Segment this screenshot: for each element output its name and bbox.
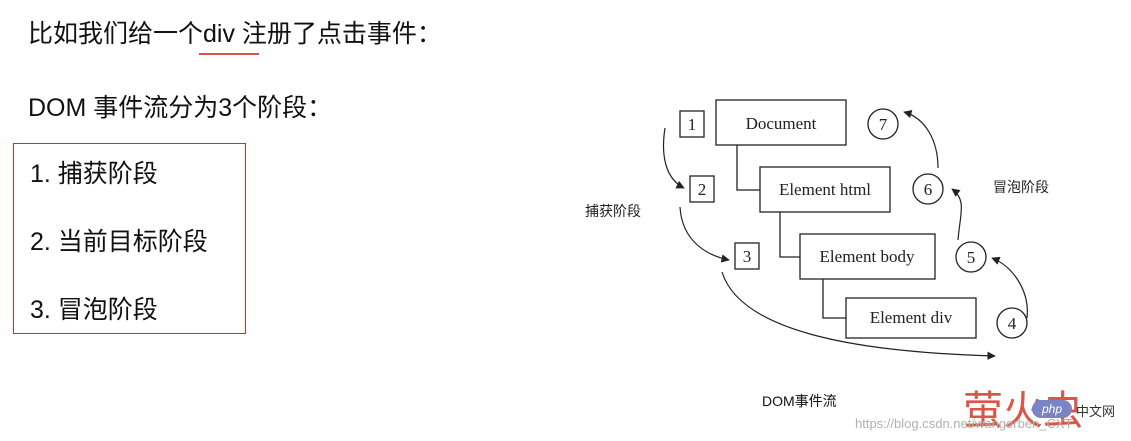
node-element-body: Element body xyxy=(799,233,936,280)
capture-step-2: 2 xyxy=(689,175,715,203)
watermark-php-badge: php xyxy=(1032,400,1072,418)
capture-phase-label: 捕获阶段 xyxy=(585,203,641,219)
node-document: Document xyxy=(715,99,847,146)
node-element-div: Element div xyxy=(845,297,977,339)
svg-text:Element div: Element div xyxy=(870,308,953,327)
svg-text:Element body: Element body xyxy=(820,247,915,266)
dom-flow-heading: DOM 事件流分为3个阶段： xyxy=(28,94,333,122)
bubble-step-6: 6 xyxy=(912,173,944,205)
svg-text:7: 7 xyxy=(879,115,888,134)
phase-item-bubble: 3. 冒泡阶段 xyxy=(30,296,158,324)
bubble-step-5: 5 xyxy=(955,241,987,273)
svg-text:3: 3 xyxy=(743,247,752,266)
svg-text:2: 2 xyxy=(698,180,707,199)
bubble-arrow-5-6 xyxy=(951,188,962,241)
svg-text:5: 5 xyxy=(967,248,976,267)
phase-item-capture: 1. 捕获阶段 xyxy=(30,160,158,188)
intro-text: 比如我们给一个div 注册了点击事件： xyxy=(28,20,442,48)
watermark-site-name: 中文网 xyxy=(1076,404,1116,419)
watermark-url: https://blog.csdn.net/wangerben_CXT xyxy=(855,416,1073,431)
diagram-caption: DOM事件流 xyxy=(762,393,837,409)
bubble-step-7: 7 xyxy=(867,108,899,140)
spellcheck-underline xyxy=(199,53,259,55)
svg-text:6: 6 xyxy=(924,180,933,199)
svg-text:Element html: Element html xyxy=(779,180,871,199)
target-arrow xyxy=(721,271,996,360)
svg-text:Document: Document xyxy=(746,114,817,133)
capture-step-1: 1 xyxy=(679,110,705,138)
capture-step-3: 3 xyxy=(734,242,760,270)
flow-arrows xyxy=(662,110,1028,360)
bubble-arrow-6-7 xyxy=(903,110,939,169)
node-element-html: Element html xyxy=(759,166,891,213)
capture-arrow-2-3 xyxy=(679,206,730,263)
svg-text:1: 1 xyxy=(688,115,697,134)
phase-item-target: 2. 当前目标阶段 xyxy=(30,228,208,256)
bubble-phase-label: 冒泡阶段 xyxy=(993,179,1049,195)
svg-text:4: 4 xyxy=(1008,314,1017,333)
capture-arrow-1-2 xyxy=(662,127,685,189)
tree-connectors xyxy=(736,145,846,319)
bubble-step-4: 4 xyxy=(996,307,1028,339)
phases-highlight-box xyxy=(13,143,246,334)
bubble-arrow-4-5 xyxy=(991,256,1028,319)
